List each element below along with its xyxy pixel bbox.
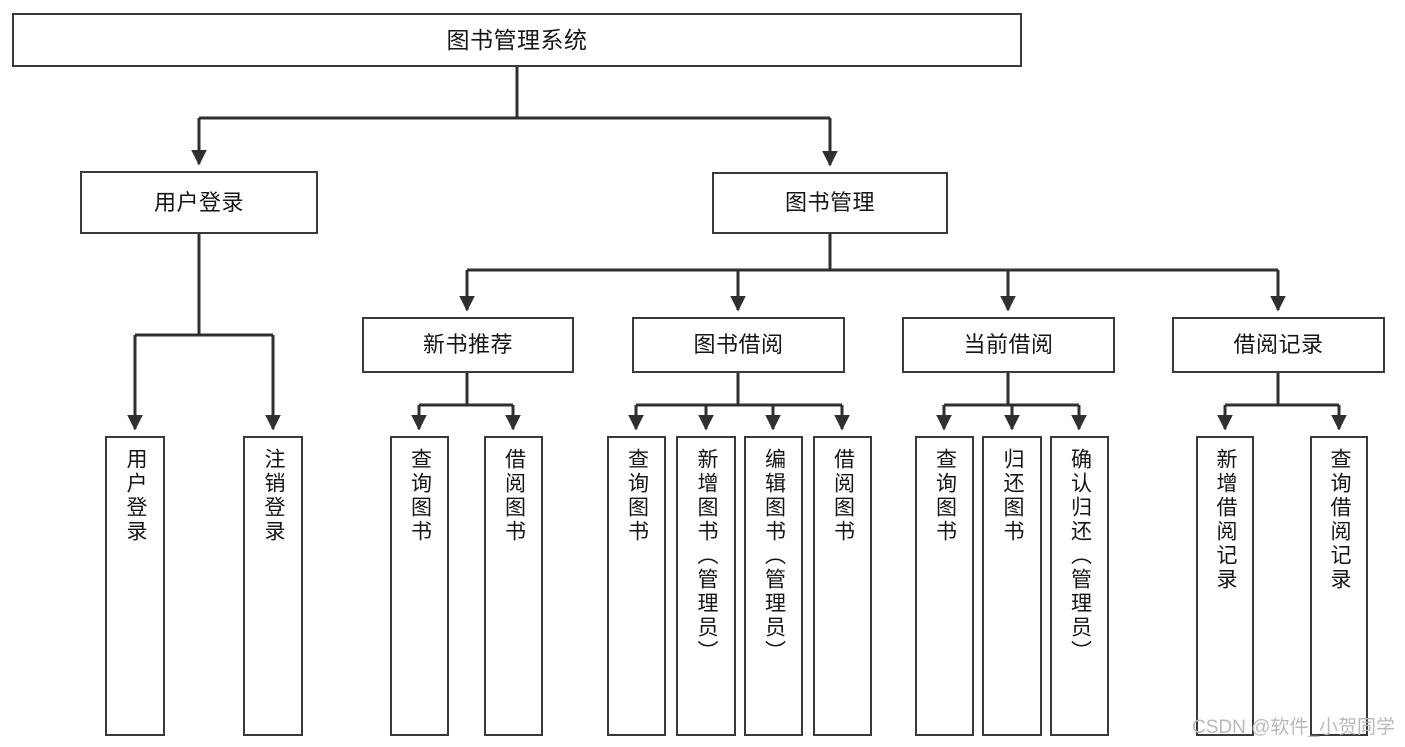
node-label: 当前借阅 <box>963 332 1054 358</box>
leaf-user-logout[interactable]: 注销登录 <box>243 436 303 736</box>
leaf-newbook-query-book[interactable]: 查询图书 <box>390 436 449 736</box>
node-label: 查询借阅记录 <box>1328 448 1352 592</box>
node-label: 新增图书（管理员） <box>695 448 719 664</box>
node-borrow-record[interactable]: 借阅记录 <box>1172 317 1385 373</box>
leaf-current-confirm-return[interactable]: 确认归还（管理员） <box>1050 436 1109 736</box>
leaf-record-query[interactable]: 查询借阅记录 <box>1310 436 1368 736</box>
leaf-borrow-edit-book[interactable]: 编辑图书（管理员） <box>744 436 803 736</box>
node-label: 查询图书 <box>408 448 432 544</box>
node-label: 查询图书 <box>625 448 649 544</box>
node-label: 用户登录 <box>153 189 244 215</box>
leaf-borrow-add-book[interactable]: 新增图书（管理员） <box>676 436 736 736</box>
node-label: 新书推荐 <box>422 332 513 358</box>
node-label: 借阅图书 <box>502 448 526 544</box>
node-label: 图书借阅 <box>693 332 784 358</box>
node-label: 归还图书 <box>1001 448 1025 544</box>
watermark: CSDN @软件_小贺同学 <box>1192 717 1395 738</box>
node-book-borrow[interactable]: 图书借阅 <box>632 317 845 373</box>
node-label: 用户登录 <box>124 448 148 544</box>
node-label: 借阅记录 <box>1233 332 1324 358</box>
node-new-book-recommend[interactable]: 新书推荐 <box>362 317 574 373</box>
leaf-borrow-query-book[interactable]: 查询图书 <box>607 436 666 736</box>
node-label: 注销登录 <box>262 448 286 544</box>
leaf-user-login[interactable]: 用户登录 <box>105 436 165 736</box>
node-current-borrow[interactable]: 当前借阅 <box>902 317 1115 373</box>
node-root-system[interactable]: 图书管理系统 <box>12 13 1022 67</box>
leaf-borrow-borrow-book[interactable]: 借阅图书 <box>813 436 872 736</box>
leaf-record-add[interactable]: 新增借阅记录 <box>1196 436 1254 736</box>
node-label: 确认归还（管理员） <box>1068 448 1092 664</box>
node-user-login[interactable]: 用户登录 <box>80 171 318 234</box>
node-label: 图书管理系统 <box>446 26 588 53</box>
node-label: 查询图书 <box>933 448 957 544</box>
node-label: 图书管理 <box>784 190 875 216</box>
node-label: 编辑图书（管理员） <box>762 448 786 664</box>
leaf-newbook-borrow-book[interactable]: 借阅图书 <box>484 436 543 736</box>
leaf-current-query-book[interactable]: 查询图书 <box>915 436 974 736</box>
node-label: 新增借阅记录 <box>1214 448 1238 592</box>
node-label: 借阅图书 <box>831 448 855 544</box>
node-book-management[interactable]: 图书管理 <box>712 172 948 234</box>
leaf-current-return-book[interactable]: 归还图书 <box>982 436 1042 736</box>
